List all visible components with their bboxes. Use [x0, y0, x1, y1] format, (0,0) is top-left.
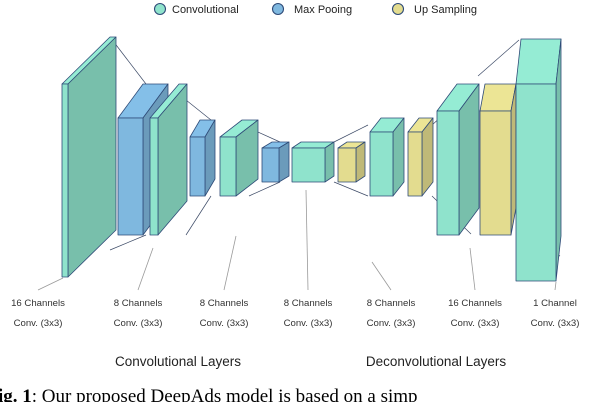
connector-6	[248, 181, 281, 197]
leader-line-4	[305, 189, 309, 291]
legend-max-pooling-label: Max Pooing	[294, 4, 352, 16]
layer-1-conv-label: Conv. (3x3)	[14, 318, 63, 329]
layer-4-maxpool-side	[278, 141, 290, 183]
leader-line-1	[37, 277, 64, 291]
layer-7-conv-label: Conv. (3x3)	[531, 318, 580, 329]
connector-11	[477, 39, 520, 77]
legend-max-pooling: Max Pooing	[271, 2, 352, 16]
layer-5-conv	[369, 117, 405, 197]
layer-2-channels-label: 8 Channels	[114, 298, 163, 309]
leader-line-2	[137, 247, 154, 291]
layer-5-channels-label: 8 Channels	[367, 298, 416, 309]
connector-2	[109, 234, 147, 251]
legend-convolutional: Convolutional	[153, 2, 239, 16]
layer-3-conv	[219, 119, 259, 197]
legend-convolutional-swatch-icon	[153, 2, 167, 16]
leader-line-6	[469, 247, 476, 291]
layer-3-channels-label: 8 Channels	[200, 298, 249, 309]
legend-convolutional-label: Convolutional	[172, 4, 239, 16]
layer-5-upsample-side	[421, 117, 434, 197]
layer-5-conv-label: Conv. (3x3)	[367, 318, 416, 329]
legend-up-sampling-label: Up Sampling	[414, 4, 477, 16]
layer-1-conv-front	[61, 83, 69, 278]
leader-line-7	[554, 281, 557, 291]
layer-7-channels-label: 1 Channel	[533, 298, 577, 309]
caption-text: : Our proposed DeepAds model is based on…	[32, 386, 418, 402]
connector-7	[333, 124, 369, 143]
figure-caption: ig. 1: Our proposed DeepAds model is bas…	[0, 386, 418, 402]
layer-6-conv-side	[458, 83, 480, 236]
layer-4-upsample-side	[355, 141, 366, 183]
layer-6-conv-label: Conv. (3x3)	[451, 318, 500, 329]
layer-4-conv	[291, 141, 335, 183]
layer-7-conv-side	[555, 38, 562, 282]
layer-2-maxpool-front	[117, 117, 144, 236]
layer-5-upsample	[407, 117, 434, 197]
layer-2-conv	[149, 83, 188, 236]
layer-6-channels-label: 16 Channels	[448, 298, 502, 309]
layer-3-conv-front	[219, 136, 237, 197]
layer-7-conv	[515, 38, 562, 282]
connector-4	[185, 195, 212, 236]
layer-4-conv-front	[291, 147, 326, 183]
leader-line-5	[371, 261, 392, 291]
caption-figure-number: ig. 1	[0, 386, 32, 402]
encoder-group-label: Convolutional Layers	[115, 354, 241, 369]
layer-4-maxpool-front	[261, 147, 280, 183]
layer-7-conv-front	[515, 83, 557, 282]
layer-4-conv-label: Conv. (3x3)	[284, 318, 333, 329]
layer-6-upsample	[479, 83, 517, 236]
layer-6-upsample-side	[510, 83, 517, 236]
leader-line-3	[223, 235, 237, 291]
layer-4-conv-side	[324, 141, 335, 183]
layer-4-upsample	[337, 141, 366, 183]
layer-3-maxpool-front	[189, 136, 206, 197]
layer-3-conv-label: Conv. (3x3)	[200, 318, 249, 329]
layer-4-maxpool	[261, 141, 290, 183]
layer-4-upsample-front	[337, 147, 357, 183]
legend-up-sampling-swatch-icon	[391, 2, 405, 16]
layer-2-conv-front	[149, 117, 159, 236]
layer-5-conv-front	[369, 131, 394, 197]
legend-up-sampling: Up Sampling	[391, 2, 477, 16]
layer-5-conv-side	[392, 117, 405, 197]
legend-max-pooling-swatch-icon	[271, 2, 285, 16]
layer-2-conv-label: Conv. (3x3)	[114, 318, 163, 329]
layer-1-conv	[61, 36, 117, 278]
layer-4-channels-label: 8 Channels	[284, 298, 333, 309]
layer-1-channels-label: 16 Channels	[11, 298, 65, 309]
decoder-group-label: Deconvolutional Layers	[366, 354, 507, 369]
connector-8	[333, 181, 369, 197]
layer-6-upsample-front	[479, 110, 512, 236]
layer-7-conv-top	[515, 38, 562, 85]
layer-6-upsample-top	[479, 83, 517, 112]
connector-3	[185, 99, 212, 121]
layer-6-conv	[436, 83, 480, 236]
layer-3-maxpool	[189, 119, 216, 197]
layer-6-conv-front	[436, 110, 460, 236]
layer-5-upsample-front	[407, 131, 423, 197]
